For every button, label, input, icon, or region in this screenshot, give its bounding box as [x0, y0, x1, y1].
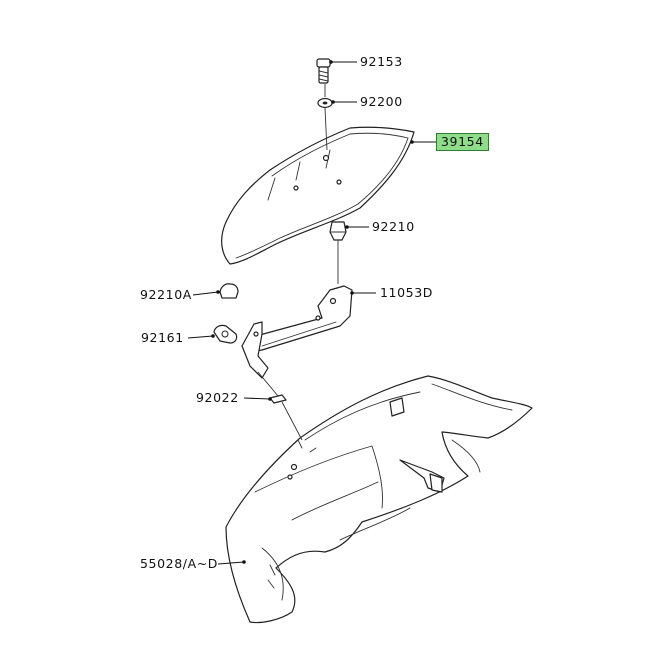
part-label-damper: 92210A — [140, 287, 192, 302]
front-cowl-drawing — [225, 375, 533, 624]
leader-lines — [187, 60, 436, 565]
washer-drawing — [317, 97, 333, 109]
assembly-lines — [257, 84, 339, 441]
clip-drawing — [269, 394, 287, 404]
stay-drawing — [241, 285, 353, 379]
part-label-grommet: 92210 — [372, 219, 415, 234]
part-label-plate: 92161 — [141, 330, 184, 345]
part-label-clip: 92022 — [196, 390, 239, 405]
grommet-drawing — [329, 221, 347, 241]
part-label-stay: 11053D — [380, 285, 433, 300]
windshield-drawing — [221, 126, 415, 265]
damper-drawing — [219, 283, 239, 299]
part-label-cowl: 55028/A~D — [140, 556, 219, 571]
part-label-washer: 92200 — [360, 94, 403, 109]
plate-drawing — [213, 324, 238, 344]
bolt-drawing — [316, 58, 331, 84]
part-label-windshield: 39154 — [436, 133, 489, 151]
part-label-bolt: 92153 — [360, 54, 403, 69]
